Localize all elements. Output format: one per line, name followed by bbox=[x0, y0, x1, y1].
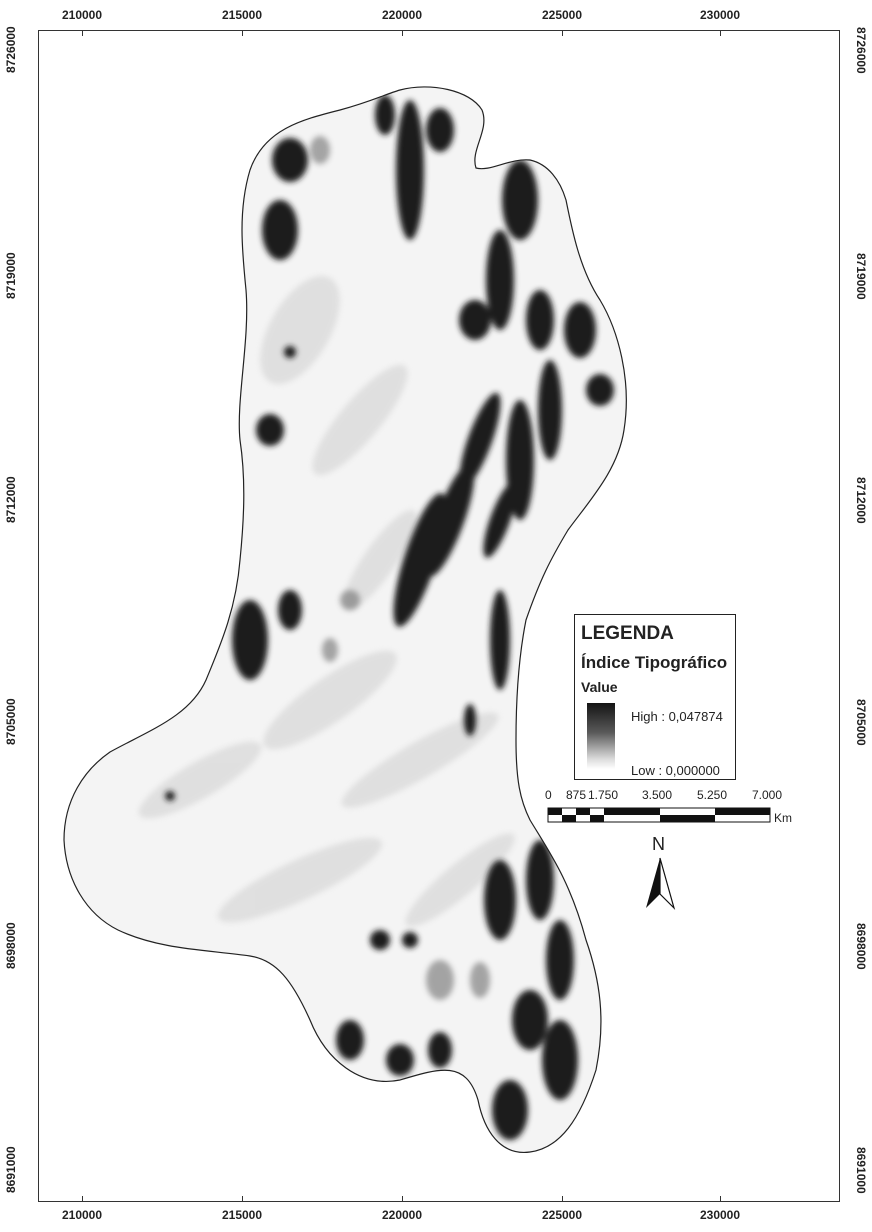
legend-field-name: Value bbox=[581, 679, 618, 695]
legend-color-ramp bbox=[587, 703, 615, 769]
y-tick-right: 8719000 bbox=[854, 252, 868, 300]
north-arrow-icon bbox=[646, 857, 676, 911]
legend-low-label: Low : 0,000000 bbox=[631, 763, 720, 778]
index-raster bbox=[64, 86, 627, 1153]
scale-label: 7.000 bbox=[752, 788, 783, 802]
scale-bar bbox=[547, 807, 771, 823]
tick-mark bbox=[82, 30, 83, 36]
tick-mark bbox=[242, 1196, 243, 1202]
legend-high-label: High : 0,047874 bbox=[631, 709, 723, 724]
y-tick-right: 8691000 bbox=[854, 1146, 868, 1194]
x-tick-top: 220000 bbox=[381, 8, 423, 22]
x-tick-bottom: 210000 bbox=[61, 1208, 103, 1222]
tick-mark bbox=[402, 1196, 403, 1202]
x-tick-top: 215000 bbox=[221, 8, 263, 22]
tick-mark bbox=[82, 1196, 83, 1202]
legend: LEGENDA Índice Tipográfico Value High : … bbox=[574, 614, 736, 780]
tick-mark bbox=[402, 30, 403, 36]
tick-mark bbox=[242, 30, 243, 36]
scale-label: 1.750 bbox=[588, 788, 619, 802]
y-tick-right: 8712000 bbox=[854, 476, 868, 524]
tick-mark bbox=[562, 30, 563, 36]
scale-unit: Km bbox=[774, 811, 792, 825]
scale-label: 5.250 bbox=[697, 788, 728, 802]
scale-label: 0 bbox=[545, 788, 552, 802]
tick-mark bbox=[562, 1196, 563, 1202]
scale-label: 3.500 bbox=[642, 788, 673, 802]
legend-layer-name: Índice Tipográfico bbox=[581, 653, 728, 672]
north-label: N bbox=[652, 834, 665, 854]
y-tick-right: 8726000 bbox=[854, 26, 868, 74]
x-tick-top: 225000 bbox=[541, 8, 583, 22]
study-area-outline bbox=[63, 86, 627, 1153]
x-tick-top: 210000 bbox=[61, 8, 103, 22]
y-tick-right: 8698000 bbox=[854, 922, 868, 970]
x-tick-bottom: 230000 bbox=[699, 1208, 741, 1222]
x-tick-bottom: 220000 bbox=[381, 1208, 423, 1222]
x-tick-top: 230000 bbox=[699, 8, 741, 22]
y-tick-right: 8705000 bbox=[854, 698, 868, 746]
legend-title: LEGENDA bbox=[581, 623, 674, 644]
x-tick-bottom: 225000 bbox=[541, 1208, 583, 1222]
scale-label: 875 bbox=[566, 788, 587, 802]
tick-mark bbox=[720, 30, 721, 36]
x-tick-bottom: 215000 bbox=[221, 1208, 263, 1222]
tick-mark bbox=[720, 1196, 721, 1202]
